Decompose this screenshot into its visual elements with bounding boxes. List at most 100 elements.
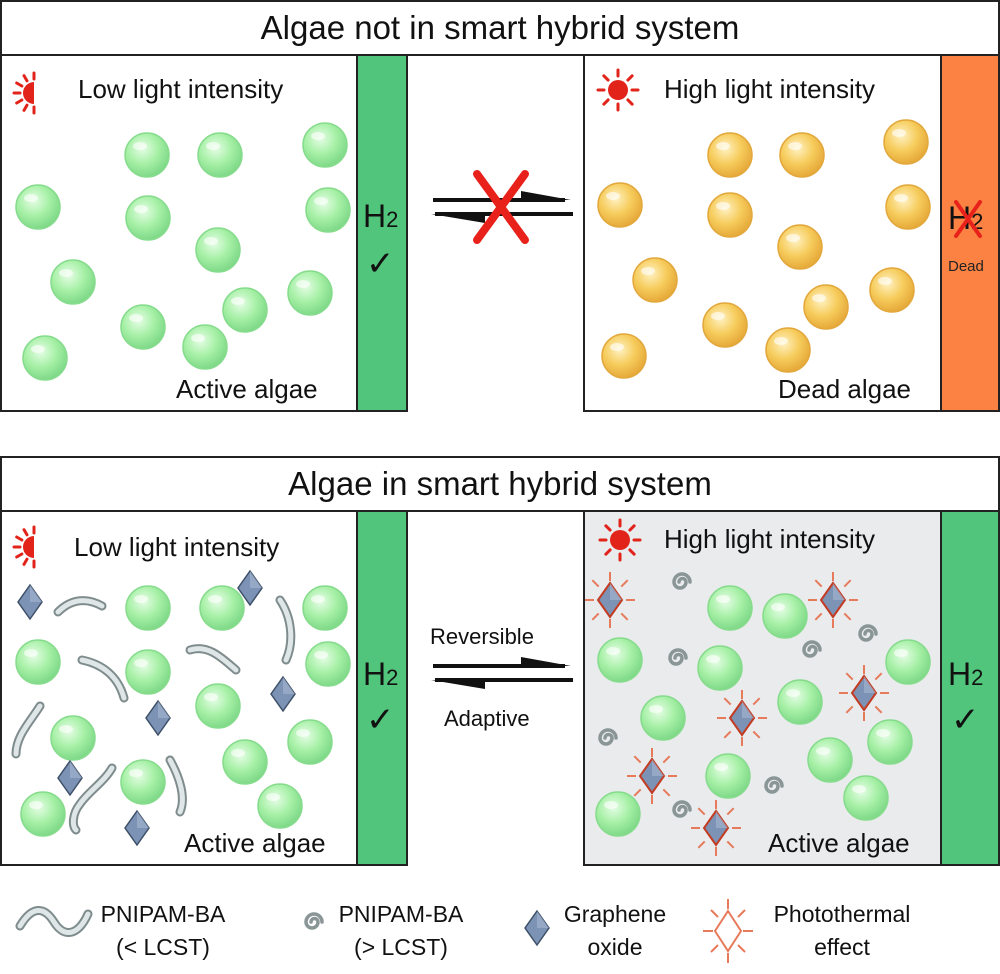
algae-cell (707, 192, 753, 238)
bottom-section-title: Algae in smart hybrid system (0, 456, 1000, 512)
graphene-oxide-heated (717, 690, 767, 746)
reversible-label: Reversible (430, 624, 534, 649)
algae-cell (257, 783, 303, 829)
pnipam-chain-collapsed (672, 572, 692, 590)
algae-cell (597, 182, 643, 228)
algae-cell (197, 132, 243, 178)
algae-cell (50, 259, 96, 305)
algae-cell (843, 775, 889, 821)
algae-cell (707, 132, 753, 178)
algae-cell (222, 739, 268, 785)
top-left-light-label: Low light intensity (78, 74, 284, 104)
pnipam-chain-collapsed (668, 648, 688, 666)
adaptive-label: Adaptive (444, 706, 530, 731)
algae-cell (885, 184, 931, 230)
algae-cell (595, 791, 641, 837)
algae-cell (867, 719, 913, 765)
graphene-oxide-heated (691, 800, 741, 856)
algae-cell (597, 637, 643, 683)
pnipam-chain-collapsed (858, 624, 878, 642)
h2-label: H2 (363, 198, 399, 234)
pnipam-chain-extended (77, 655, 129, 703)
sun-half-icon (12, 525, 36, 569)
algae-cell (869, 267, 915, 313)
algae-cell (305, 641, 351, 687)
algae-cell (125, 649, 171, 695)
graphene-oxide-heated (808, 572, 858, 628)
algae-cell (777, 679, 823, 725)
h2-label: H2 (363, 656, 399, 692)
algae-cell (222, 287, 268, 333)
pnipam-chain-collapsed (304, 912, 324, 930)
top-right-algae-label: Dead algae (778, 374, 911, 404)
check-mark-icon: ✓ (951, 701, 980, 739)
top-left-algae-label: Active algae (176, 374, 318, 404)
algae-cell (807, 737, 853, 783)
coiled-chain-icon (304, 912, 324, 930)
top-title-text: Algae not in smart hybrid system (260, 9, 740, 46)
pnipam-chain-extended (275, 595, 296, 665)
graphene-oxide-flake (17, 583, 43, 621)
pnipam-chain-extended (11, 701, 45, 759)
algae-cell (15, 639, 61, 685)
algae-cell (632, 257, 678, 303)
algae-cell (702, 302, 748, 348)
graphene-oxide-flake (270, 675, 296, 713)
bottom-left-algae-label: Active algae (184, 828, 326, 858)
graphene-oxide-flake (524, 909, 550, 947)
algae-cell (15, 184, 61, 230)
algae-cell (762, 593, 808, 639)
algae-cell (883, 119, 929, 165)
graphene-oxide-heated (839, 665, 889, 721)
graphene-oxide-flake (237, 569, 263, 607)
sun-full-icon (598, 518, 642, 562)
algae-cell (195, 683, 241, 729)
algae-cell (697, 645, 743, 691)
algae-cell (803, 284, 849, 330)
pnipam-chain-extended (68, 763, 117, 835)
graphene-oxide-flake (145, 699, 171, 737)
pnipam-chain-collapsed (598, 728, 618, 746)
pnipam-chain-collapsed (764, 776, 784, 794)
bottom-left-light-label: Low light intensity (74, 532, 280, 562)
top-section-title: Algae not in smart hybrid system (0, 0, 1000, 56)
check-mark-icon: ✓ (366, 701, 395, 739)
algae-cell (707, 585, 753, 631)
check-mark-icon: ✓ (366, 245, 395, 283)
pnipam-chain-extended (165, 755, 187, 817)
algae-cell (705, 753, 751, 799)
bottom-title-text: Algae in smart hybrid system (288, 465, 712, 502)
graphene-oxide-flake (124, 809, 150, 847)
graphene-oxide-heated (627, 748, 677, 804)
wavy-chain-icon (15, 906, 93, 937)
algae-cell (601, 333, 647, 379)
algae-cell (125, 585, 171, 631)
h2-strip-bottom-right (940, 510, 1000, 866)
blocked-equilibrium-arrows (431, 170, 573, 244)
graphene-oxide-flake (57, 759, 83, 797)
pnipam-chain-extended (53, 596, 107, 617)
bottom-right-panel (583, 510, 943, 866)
algae-cell (20, 791, 66, 837)
photothermal-diamond-icon (703, 899, 753, 963)
algae-cell (124, 132, 170, 178)
pnipam-chain-collapsed (802, 640, 822, 658)
algae-cell (287, 719, 333, 765)
sun-full-icon (596, 68, 640, 112)
dead-status-label: Dead (948, 258, 984, 275)
pnipam-chain-collapsed (672, 800, 692, 818)
reversible-arrows (431, 657, 573, 689)
algae-cell (50, 715, 96, 761)
algae-cell (287, 270, 333, 316)
algae-cell (120, 304, 166, 350)
algae-cell (305, 187, 351, 233)
algae-cell (640, 695, 686, 741)
algae-cell (302, 122, 348, 168)
algae-cell (22, 335, 68, 381)
algae-cell (885, 639, 931, 685)
